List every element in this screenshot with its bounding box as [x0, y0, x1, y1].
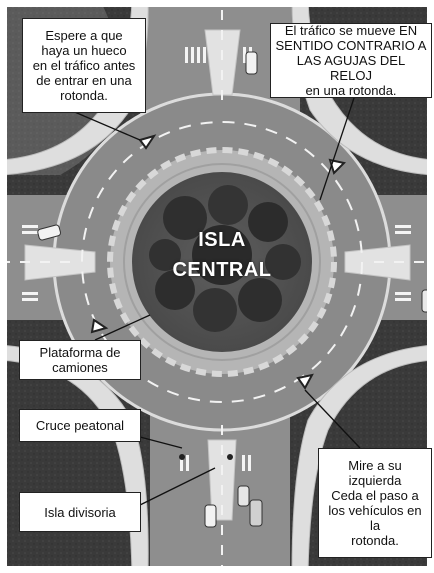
splitter-island-south — [207, 439, 237, 521]
callout-look-left: Mire a su izquierda Ceda el paso a los v… — [318, 448, 432, 558]
callout-crosswalk-text: Cruce peatonal — [35, 418, 125, 433]
callout-splitter-island-text: Isla divisoria — [44, 504, 116, 520]
callout-look-left-text: Mire a su izquierda Ceda el paso a los v… — [328, 458, 422, 548]
central-island-label-line1: ISLA — [198, 229, 246, 251]
central-island-trees — [149, 185, 301, 332]
callout-counterclockwise-text: El tráfico se mueve EN SENTIDO CONTRARIO… — [275, 23, 427, 98]
callout-leaders — [69, 94, 361, 506]
callout-truck-apron-text: Plataforma de camiones — [39, 345, 121, 375]
callout-wait-gap: Espere a que haya un hueco en el tráfico… — [22, 18, 146, 113]
callout-splitter-island: Isla divisoria — [19, 492, 141, 532]
pedestrians — [179, 454, 233, 460]
callout-crosswalk: Cruce peatonal — [19, 409, 141, 442]
callout-wait-gap-text: Espere a que haya un hueco en el tráfico… — [32, 28, 136, 103]
central-island-label-line2: CENTRAL — [172, 259, 272, 281]
callout-truck-apron: Plataforma de camiones — [19, 340, 141, 380]
central-island-label: ISLA CENTRAL — [162, 225, 282, 285]
yield-markings — [90, 134, 347, 390]
callout-counterclockwise: El tráfico se mueve EN SENTIDO CONTRARIO… — [270, 23, 432, 98]
